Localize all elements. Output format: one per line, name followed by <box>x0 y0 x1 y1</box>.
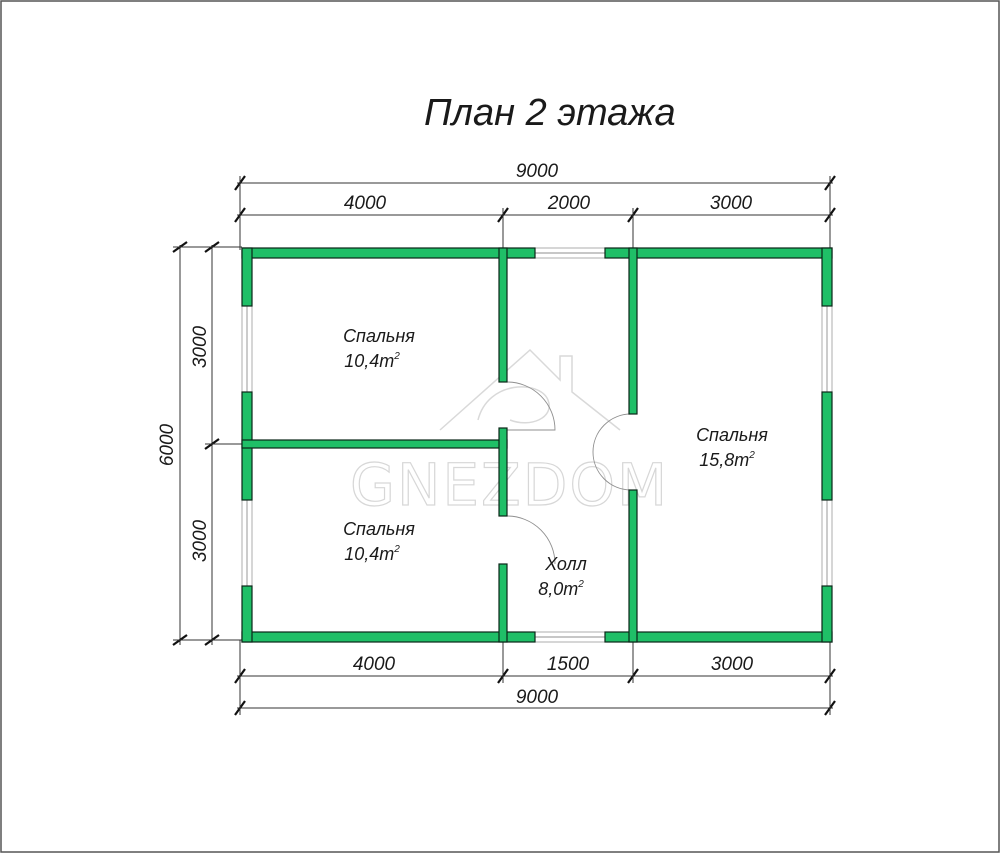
wall-left-3 <box>241 585 253 643</box>
room-area: 8,0m2 <box>538 579 584 599</box>
room-name: Холл <box>544 554 587 574</box>
room-label-bedroom-1: Спальня 10,4m2 <box>343 326 415 371</box>
wall-partition-right-1 <box>628 247 638 415</box>
dim-bottom-part-1: 4000 <box>353 654 396 675</box>
dim-left-part-2: 3000 <box>190 519 211 562</box>
dim-bottom-part-2: 1500 <box>547 654 590 675</box>
wall-partition-horizontal <box>241 439 508 449</box>
room-area: 10,4m2 <box>344 544 400 564</box>
room-label-bedroom-3: Спальня 15,8m2 <box>696 425 768 470</box>
watermark-text: GNEZDOM <box>350 451 669 519</box>
wall-right-3 <box>821 585 833 643</box>
wall-bottom-left <box>241 631 536 643</box>
room-name: Спальня <box>696 425 768 445</box>
dim-top-part-3: 3000 <box>710 193 753 214</box>
room-area: 15,8m2 <box>699 450 755 470</box>
dim-bottom-part-3: 3000 <box>711 654 754 675</box>
room-area: 10,4m2 <box>344 351 400 371</box>
dim-left-part-1: 3000 <box>190 325 211 368</box>
wall-partition-left-1 <box>498 247 508 383</box>
room-name: Спальня <box>343 326 415 346</box>
wall-bottom-right <box>604 631 833 643</box>
wall-top-right <box>604 247 833 259</box>
watermark-logo: GNEZDOM <box>349 348 669 520</box>
wall-top-left <box>241 247 536 259</box>
wall-right-1 <box>821 247 833 307</box>
plan-title: План 2 этажа <box>424 92 676 134</box>
room-label-hall: Холл 8,0m2 <box>538 554 587 599</box>
walls <box>241 247 833 643</box>
dim-top-part-2: 2000 <box>547 193 591 214</box>
dim-left-total: 6000 <box>157 423 178 466</box>
wall-partition-left-3 <box>498 563 508 643</box>
dim-bottom-total: 9000 <box>516 687 559 708</box>
wall-partition-right-2 <box>628 489 638 643</box>
door-swings <box>506 381 632 565</box>
wall-partition-left-2 <box>498 427 508 517</box>
dim-top-part-1: 4000 <box>344 193 387 214</box>
wall-left-1 <box>241 247 253 307</box>
wall-right-2 <box>821 391 833 501</box>
room-name: Спальня <box>343 519 415 539</box>
dimension-lines <box>172 175 836 716</box>
room-label-bedroom-2: Спальня 10,4m2 <box>343 519 415 564</box>
dim-top-total: 9000 <box>516 161 559 182</box>
